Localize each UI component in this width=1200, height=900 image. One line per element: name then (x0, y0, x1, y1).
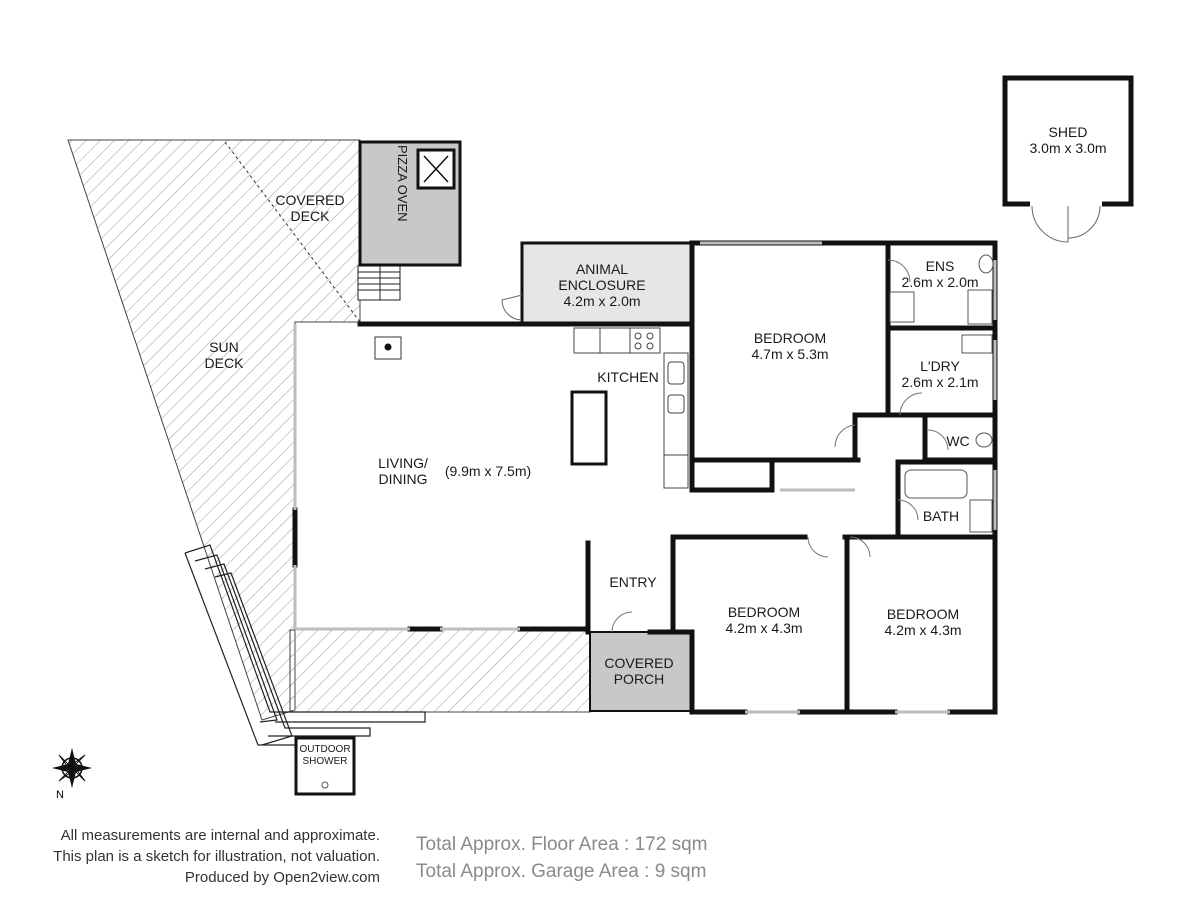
windows (293, 241, 997, 714)
entry-name: ENTRY (609, 574, 657, 590)
pizza-oven (358, 140, 462, 267)
outdoor-shower (294, 736, 356, 796)
living-line2: DINING (379, 471, 428, 487)
outdoor-shower-line2: SHOWER (303, 756, 348, 767)
shed (1002, 75, 1134, 243)
shed-name: SHED (1049, 124, 1088, 140)
disclaimer-line1: All measurements are internal and approx… (60, 827, 380, 844)
sun-deck (67, 139, 591, 721)
bedroom-main-name: BEDROOM (754, 330, 826, 346)
disclaimer-line2: This plan is a sketch for illustration, … (53, 848, 380, 865)
deck-stair (357, 265, 401, 301)
laundry-size: 2.6m x 2.1m (901, 374, 978, 390)
animal-enclosure (501, 241, 694, 325)
area-summary: Total Approx. Floor Area : 172 sqm Total… (416, 831, 708, 885)
pizza-oven-label: PIZZA OVEN (395, 145, 410, 222)
bedroom-3-name: BEDROOM (887, 606, 959, 622)
svg-text:N: N (56, 789, 64, 801)
bedroom-main-size: 4.7m x 5.3m (751, 346, 828, 362)
floor-area: Total Approx. Floor Area : 172 sqm (416, 834, 708, 855)
covered-porch-line1: COVERED (604, 655, 673, 671)
bedroom-3-size: 4.2m x 4.3m (884, 622, 961, 638)
covered-porch-line2: PORCH (614, 671, 665, 687)
shed-size: 3.0m x 3.0m (1029, 140, 1106, 156)
disclaimer-line3: Produced by Open2view.com (184, 869, 380, 886)
disclaimer: All measurements are internal and approx… (20, 825, 380, 888)
ensuite-name: ENS (926, 258, 955, 274)
house-walls (292, 240, 998, 715)
bedroom-2-size: 4.2m x 4.3m (725, 620, 802, 636)
fireplace-icon (374, 336, 402, 360)
deck-steps (184, 544, 426, 746)
bath-name: BATH (923, 508, 959, 524)
living-line1: LIVING/ (378, 455, 428, 471)
animal-enclosure-line1: ANIMAL (576, 261, 628, 277)
door-swings (611, 259, 949, 633)
kitchen-name: KITCHEN (597, 369, 658, 385)
covered-deck-line2: DECK (291, 208, 331, 224)
room-labels: SHED 3.0m x 3.0m PIZZA OVEN COVERED DECK… (205, 124, 1107, 767)
laundry-name: L'DRY (920, 358, 960, 374)
ensuite-size: 2.6m x 2.0m (901, 274, 978, 290)
covered-porch (589, 631, 692, 712)
garage-area: Total Approx. Garage Area : 9 sqm (416, 861, 707, 882)
covered-deck-line1: COVERED (275, 192, 344, 208)
outdoor-shower-line1: OUTDOOR (299, 744, 350, 755)
animal-enclosure-size: 4.2m x 2.0m (563, 293, 640, 309)
bathroom-fixtures (889, 254, 994, 533)
animal-enclosure-line2: ENCLOSURE (558, 277, 645, 293)
living-size: (9.9m x 7.5m) (445, 463, 531, 479)
sun-deck-line2: DECK (205, 355, 245, 371)
sun-deck-line1: SUN (209, 339, 239, 355)
compass-rose-icon: N (52, 748, 92, 801)
kitchen-fixtures (570, 327, 689, 489)
wc-name: WC (946, 433, 969, 449)
bedroom-2-name: BEDROOM (728, 604, 800, 620)
